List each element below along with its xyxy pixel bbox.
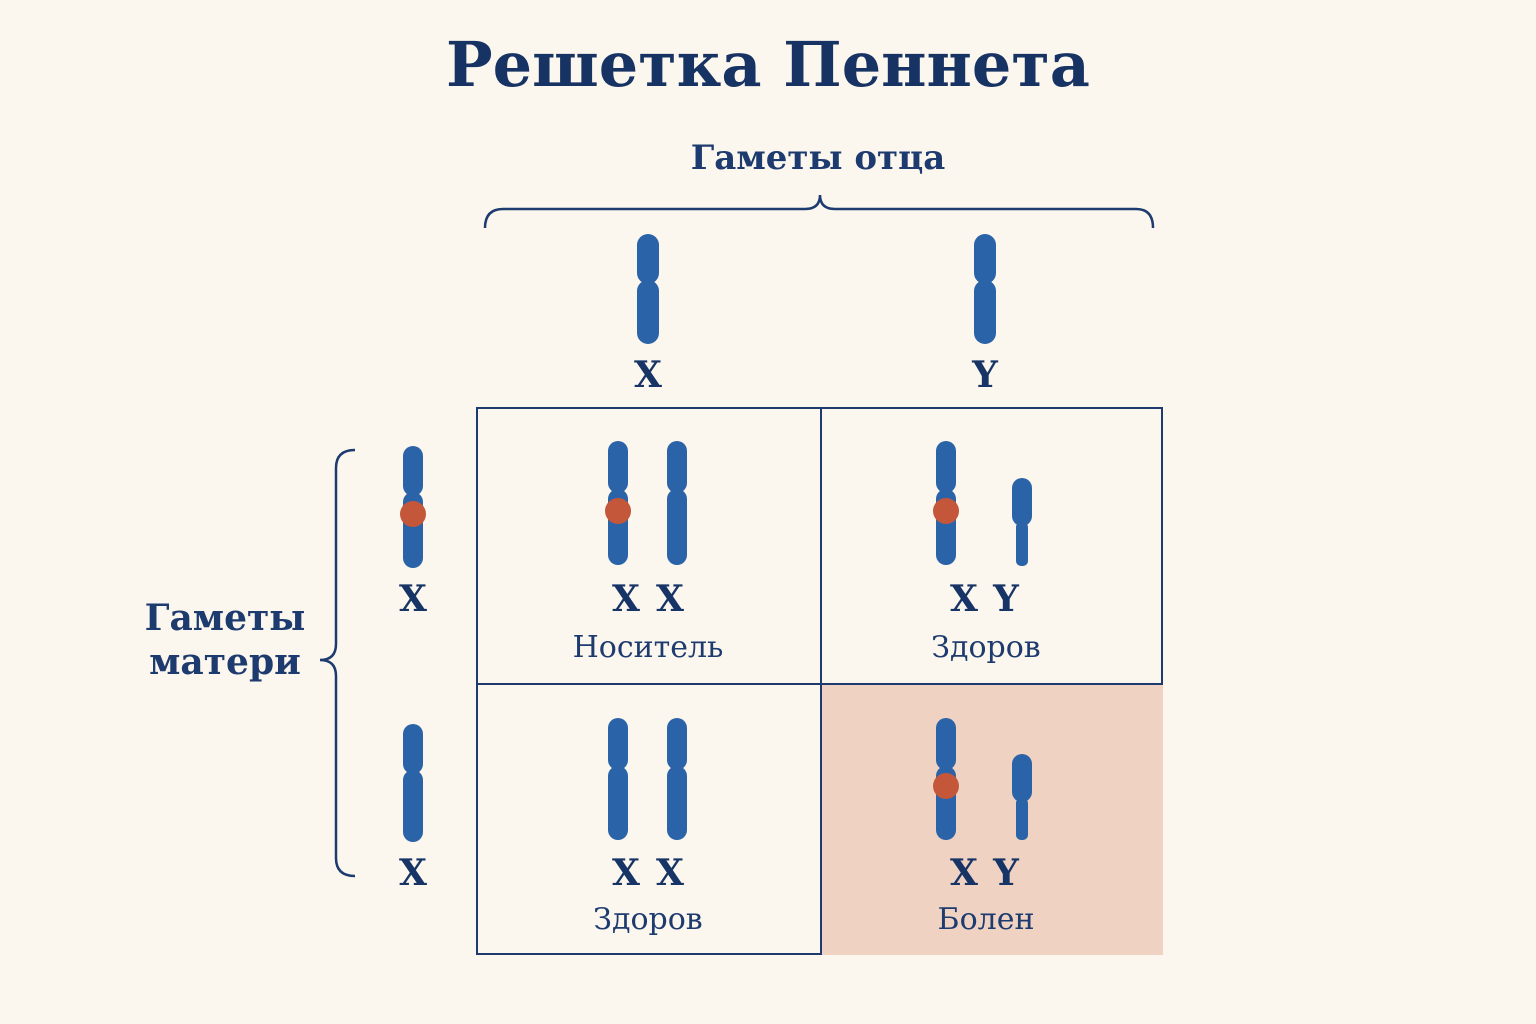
mother-gamete-x1-letter: X (399, 578, 427, 620)
mother-label-line1: Гаметы (144, 597, 306, 639)
mother-gametes-label: Гаметы матери (120, 596, 330, 684)
mother-brace (319, 448, 356, 878)
cell-affected-son-chromosomes (933, 718, 1032, 840)
punnett-grid (476, 407, 1163, 955)
cell-1-genotype-a: X (612, 578, 640, 620)
cell-3-genotype-b: X (656, 852, 684, 894)
mother-label-line2: матери (149, 641, 301, 683)
cell-2-genotype-a: X (950, 578, 978, 620)
mutation-marker (933, 773, 959, 799)
cell-3-genotype-a: X (612, 852, 640, 894)
page-title: Решетка Пеннета (446, 28, 1090, 101)
cell-carrier-chromosomes (605, 441, 687, 565)
mutation-marker (400, 501, 426, 527)
father-x-chromosome (637, 234, 659, 344)
mutation-marker (605, 498, 631, 524)
mother-x-chromosome-marked (400, 446, 426, 568)
mother-x-chromosome (403, 724, 423, 842)
cell-4-status: Болен (937, 902, 1035, 937)
cell-healthy-son-chromosomes (933, 441, 1032, 566)
cell-2-status: Здоров (931, 630, 1041, 665)
cell-2-genotype-b: Y (993, 578, 1019, 620)
cell-1-genotype-b: X (656, 578, 684, 620)
affected-cell-background (822, 684, 1163, 955)
cell-1-status: Носитель (572, 630, 724, 665)
mother-gamete-x2-letter: X (399, 852, 427, 894)
father-gametes-label: Гаметы отца (690, 138, 946, 178)
grid-divider-horizontal (478, 683, 1163, 685)
cell-4-genotype-a: X (950, 852, 978, 894)
father-brace (483, 194, 1155, 229)
mutation-marker (933, 498, 959, 524)
father-gamete-y-letter: Y (972, 354, 998, 396)
grid-divider-vertical (820, 409, 822, 955)
cell-4-genotype-b: Y (993, 852, 1019, 894)
father-y-chromosome (974, 234, 996, 344)
cell-3-status: Здоров (593, 902, 703, 937)
cell-healthy-daughter-chromosomes (608, 718, 687, 840)
father-gamete-x-letter: X (634, 354, 662, 396)
